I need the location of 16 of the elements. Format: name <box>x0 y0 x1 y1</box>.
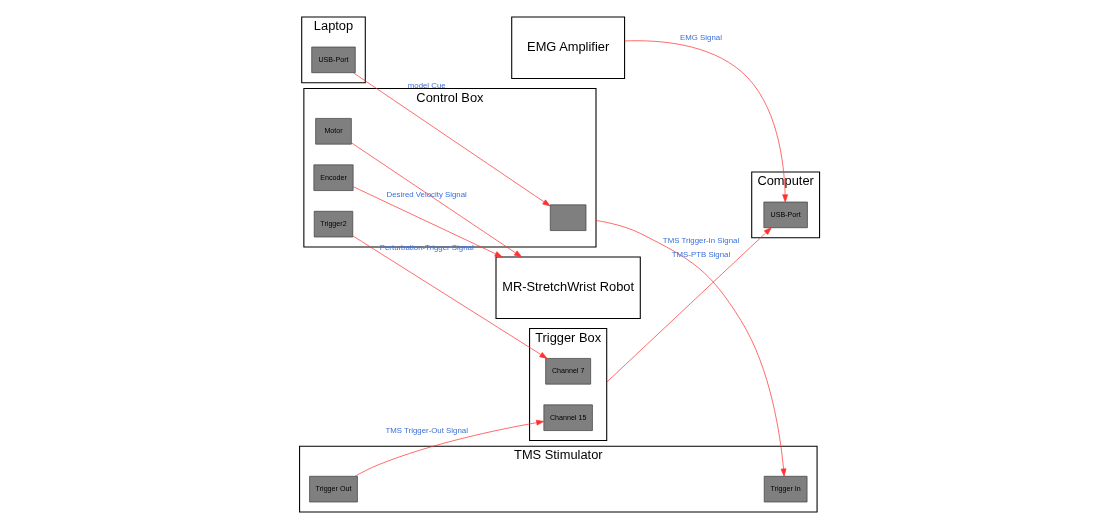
edge-label: Desired Velocity Signal <box>386 189 467 199</box>
edge-label: TMS Trigger-Out Signal <box>385 425 468 435</box>
arrow <box>352 186 503 258</box>
arrow <box>624 40 788 203</box>
arrow <box>352 72 551 207</box>
arrow <box>351 142 522 258</box>
arrow <box>354 419 545 477</box>
edge-label: EMG Signal <box>680 33 722 43</box>
edge-label: TMS Trigger-In Signal <box>662 236 740 246</box>
node-box <box>549 204 587 231</box>
edge-label: TMS-PTB Signal <box>671 249 731 259</box>
arrow <box>352 235 548 359</box>
arrow <box>595 220 787 477</box>
node-box: EMG Amplifier <box>511 16 626 79</box>
arrow <box>606 227 772 383</box>
node-box: MR-StretchWrist Robot <box>495 256 641 319</box>
